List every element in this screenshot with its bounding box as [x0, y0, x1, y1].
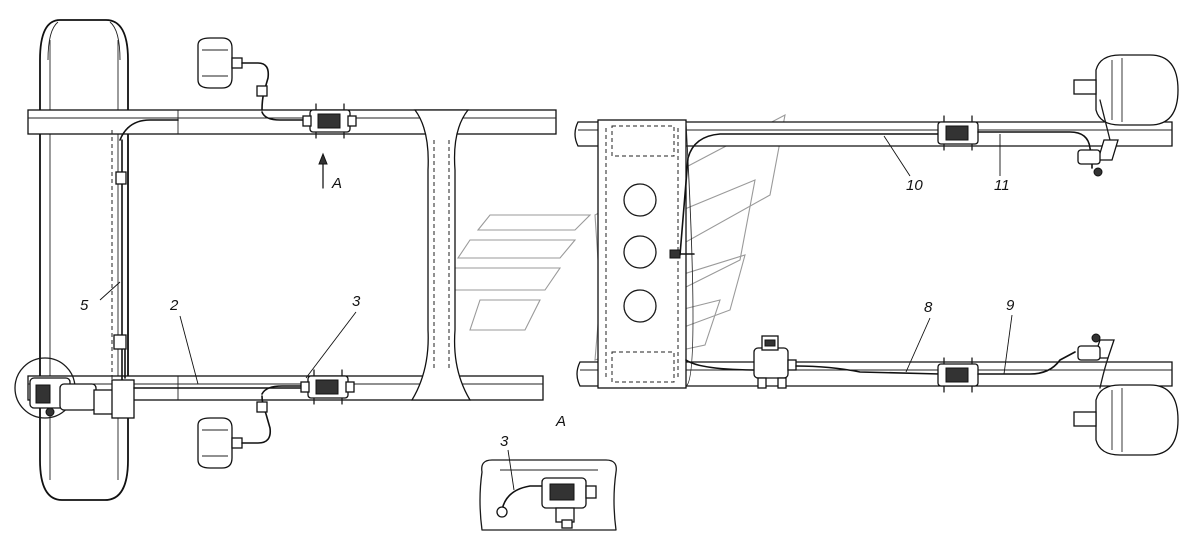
- view-mark-a-top: A: [331, 175, 342, 192]
- callout-2: 2: [169, 297, 179, 314]
- front-wheel-tyre: [39, 19, 129, 501]
- frame-rail-bottom-rear: [576, 361, 1173, 387]
- relay-valve-rear: [753, 335, 797, 389]
- rear-brake-chamber-top: [1073, 54, 1179, 177]
- valve-front-bottom: [261, 369, 355, 405]
- leader-8: [905, 317, 931, 373]
- brake-chamber-front-bottom: [197, 395, 272, 469]
- callout-5: 5: [80, 297, 89, 314]
- inset-detail-box: [479, 459, 617, 531]
- view-arrow-a: [318, 152, 328, 189]
- callout-11: 11: [994, 177, 1010, 194]
- cross-member: [410, 109, 472, 401]
- callout-3: 3: [352, 293, 361, 310]
- valve-front-top: [261, 103, 357, 139]
- frame-rail-top-front: [27, 109, 557, 135]
- leader-inset-3: [507, 449, 515, 491]
- front-brake-hub: [14, 349, 135, 419]
- callout-8: 8: [924, 299, 933, 316]
- inset-callout-3: 3: [500, 433, 509, 450]
- leader-2: [179, 315, 199, 385]
- front-axle: [111, 119, 179, 381]
- callout-10: 10: [906, 177, 923, 194]
- callout-9: 9: [1006, 297, 1015, 314]
- view-mark-a-bottom: A: [555, 413, 566, 430]
- brake-chamber-front-top: [197, 37, 270, 111]
- leader-5: [99, 281, 121, 301]
- leader-3: [305, 311, 357, 379]
- pipe-rear-bottom: [685, 335, 1076, 393]
- leader-9: [1003, 314, 1013, 375]
- rear-brake-chamber-bottom: [1073, 333, 1179, 456]
- plate-fitting: [669, 249, 695, 259]
- pipe-rear-top: [679, 115, 1093, 256]
- leader-10: [883, 135, 911, 177]
